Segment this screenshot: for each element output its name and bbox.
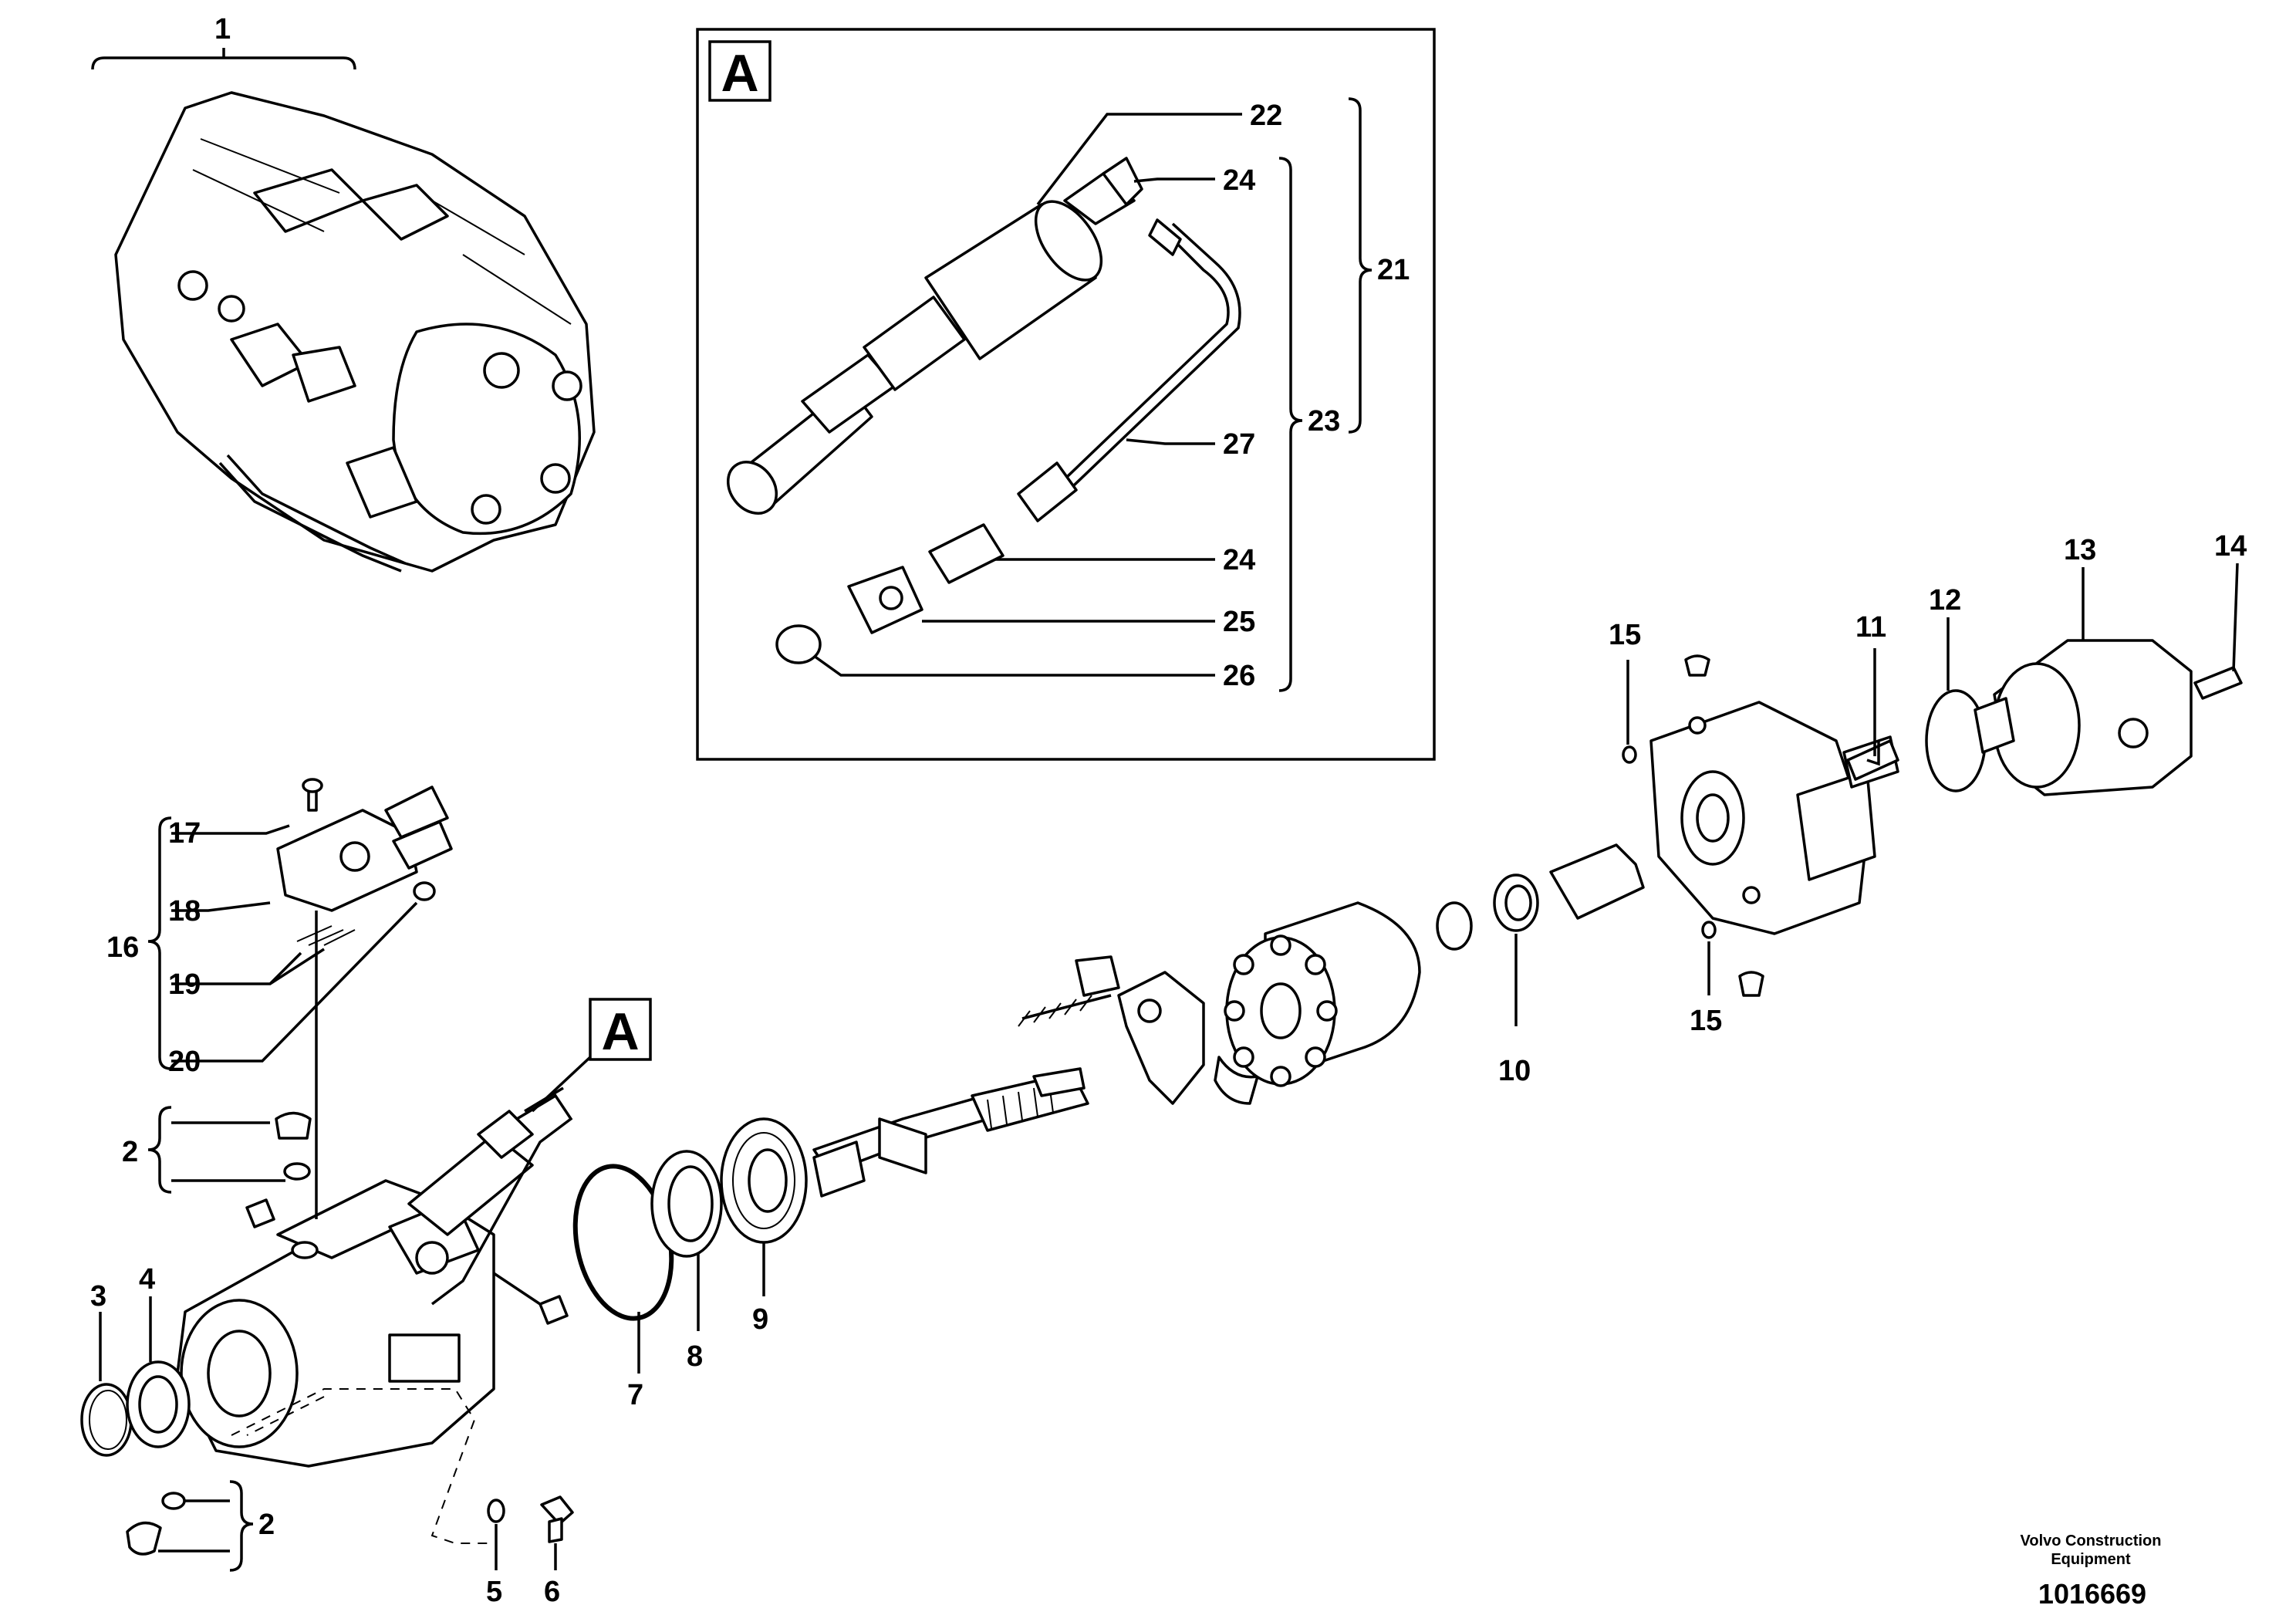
shaft-seal-illustration [126,1360,191,1448]
callout-11: 11 [1855,611,1886,644]
callout-13: 13 [2064,534,2096,566]
callout-16: 16 [106,931,139,964]
callout-23: 23 [1308,405,1340,438]
callout-14: 14 [2214,530,2247,563]
callout-18: 18 [168,895,201,928]
callout-4: 4 [139,1263,155,1296]
callout-26: 26 [1223,660,1255,692]
detail-a-reference-label: A [601,1002,639,1061]
callout-7: 7 [627,1379,643,1411]
drive-shaft-illustration [812,1067,1089,1198]
detail-a-label: A [721,44,758,103]
control-valve-illustration [276,778,453,1219]
callout-5: 5 [486,1576,502,1608]
callout-6: 6 [544,1576,560,1608]
callout-24-bottom: 24 [1223,544,1255,576]
callout-15-bottom: 15 [1690,1005,1722,1037]
detail-a-panel: A 22 24 21 23 27 [696,28,1436,761]
cylinder-block-illustration [1224,901,1421,1087]
callout-2-lower: 2 [258,1509,275,1541]
callout-2-upper: 2 [122,1136,138,1168]
callout-27: 27 [1223,428,1255,461]
swash-plate-illustration [1018,955,1259,1105]
callout-17: 17 [168,817,201,850]
end-cover-illustration [1649,701,1899,935]
callout-22: 22 [1250,100,1282,132]
callout-19: 19 [168,968,201,1001]
gear-pump-illustration [1974,639,2193,796]
callout-8: 8 [687,1340,703,1373]
callout-10: 10 [1498,1055,1531,1087]
detail-a-reference: A [531,998,652,1113]
o-ring-12-illustration [1925,689,1987,792]
callout-21: 21 [1377,254,1410,286]
callout-1: 1 [214,13,231,46]
pump-assembly-illustration [91,48,596,573]
maker-name-line1: Volvo Construction [2021,1532,2162,1549]
retaining-ring-illustration [80,1383,133,1457]
callout-12: 12 [1929,584,1961,617]
pump-housing-illustration [176,1086,573,1544]
callout-3: 3 [90,1280,106,1313]
callout-25: 25 [1223,606,1255,638]
callout-15-top: 15 [1609,619,1641,651]
callout-20: 20 [168,1046,201,1078]
seal-ring-illustration [650,1150,723,1258]
document-number: 1016669 [2038,1578,2146,1610]
maker-name-line2: Equipment [2051,1551,2131,1568]
ball-bearing-illustration [720,1117,808,1244]
callout-9: 9 [752,1303,768,1336]
callout-24-top: 24 [1223,164,1255,197]
needle-bearing-illustration [1493,874,1539,932]
